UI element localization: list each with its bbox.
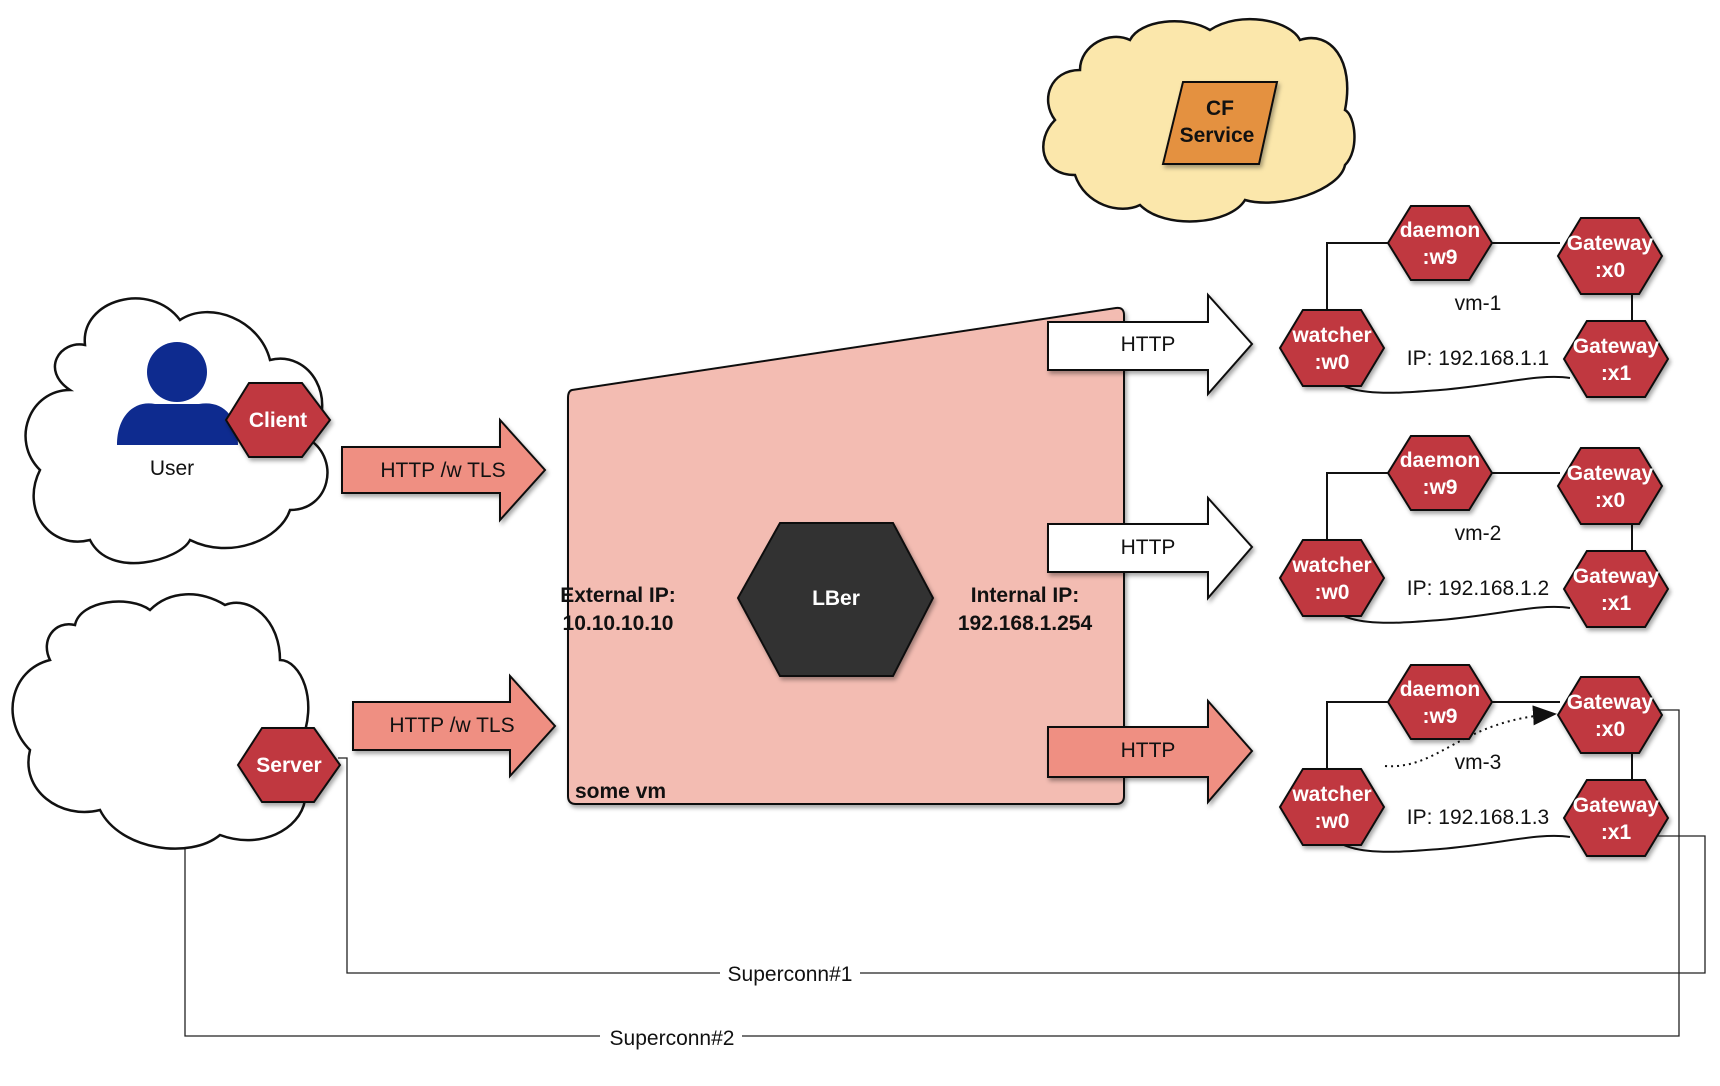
superconn-1-label: Superconn#1 [728, 963, 853, 986]
watcher-hexagon[interactable] [1278, 768, 1386, 846]
gateway-x0-hexagon-label-line1: Gateway [1567, 462, 1654, 485]
external-ip-value: 10.10.10.10 [563, 612, 674, 635]
gateway-x1-hexagon-label-line1: Gateway [1573, 565, 1660, 588]
server-label: Server [256, 754, 321, 777]
vm-label: some vm [575, 780, 666, 803]
gateway-x1-hexagon-label-line1: Gateway [1573, 335, 1660, 358]
http-arrow-2-label: HTTP [1121, 536, 1176, 559]
watcher-gateway-connector [1326, 597, 1571, 624]
watcher-daemon-connector [1326, 242, 1390, 329]
internal-ip-title: Internal IP: [971, 584, 1080, 607]
tls-arrow-bottom [352, 673, 557, 779]
watcher-hexagon-label-line1: watcher [1291, 783, 1371, 806]
client-hexagon[interactable] [224, 382, 332, 458]
lber-label: LBer [812, 587, 860, 610]
superconn-2-label: Superconn#2 [610, 1027, 735, 1050]
http-arrow-3-label: HTTP [1121, 739, 1176, 762]
daemon-hexagon[interactable] [1386, 664, 1494, 740]
watcher-hexagon-label-line2: :w0 [1314, 351, 1349, 374]
daemon-hexagon-label-line1: daemon [1400, 449, 1481, 472]
watcher-hexagon-label-line2: :w0 [1314, 581, 1349, 604]
worker-vms: daemon:w9watcher:w0Gateway:x0Gateway:x1v… [1278, 205, 1670, 857]
client-label: Client [249, 409, 307, 432]
watcher-to-gateway-dotted-arrow [1384, 705, 1557, 768]
gateway-x1-hexagon-label-line2: :x1 [1601, 592, 1632, 615]
daemon-hexagon[interactable] [1386, 435, 1494, 511]
http-arrow-1 [1047, 292, 1254, 397]
gateway-x0-hexagon-label-line1: Gateway [1567, 232, 1654, 255]
vm-name-label: vm-1 [1455, 292, 1502, 315]
watcher-hexagon[interactable] [1278, 309, 1386, 387]
person-icon [117, 342, 238, 445]
daemon-hexagon[interactable] [1386, 205, 1494, 281]
watcher-hexagon-label-line1: watcher [1291, 324, 1371, 347]
watcher-hexagon[interactable] [1278, 539, 1386, 617]
http-arrow-3 [1047, 698, 1254, 805]
server-cloud: Server [11, 593, 342, 850]
watcher-hexagon-label-line2: :w0 [1314, 810, 1349, 833]
cf-service-label-line2: Service [1180, 124, 1255, 147]
vm-name-label: vm-3 [1455, 751, 1502, 774]
tls-arrow-top-label: HTTP /w TLS [380, 459, 505, 482]
gateway-x0-hexagon[interactable] [1556, 676, 1664, 754]
cf-service-label-line1: CF [1206, 97, 1234, 120]
gateway-x0-hexagon[interactable] [1556, 217, 1664, 295]
daemon-hexagon-label-line2: :w9 [1422, 246, 1457, 269]
daemon-hexagon-label-line1: daemon [1400, 678, 1481, 701]
gateway-x1-hexagon-label-line1: Gateway [1573, 794, 1660, 817]
user-label: User [150, 457, 194, 480]
daemon-hexagon-label-line2: :w9 [1422, 476, 1457, 499]
lber-hexagon[interactable] [736, 522, 935, 677]
watcher-gateway-connector [1326, 367, 1571, 394]
tls-arrow-top [341, 417, 547, 523]
vm-group-2: daemon:w9watcher:w0Gateway:x0Gateway:x1v… [1278, 435, 1670, 628]
http-arrow-1-label: HTTP [1121, 333, 1176, 356]
gateway-x0-hexagon-label-line1: Gateway [1567, 691, 1654, 714]
cf-service-cloud: CF Service [1042, 17, 1356, 223]
daemon-hexagon-label-line2: :w9 [1422, 705, 1457, 728]
gateway-x0-hexagon-label-line2: :x0 [1595, 718, 1625, 741]
gateway-x0-hexagon-label-line2: :x0 [1595, 259, 1625, 282]
gateway-x1-hexagon[interactable] [1562, 779, 1670, 857]
http-arrow-2 [1047, 495, 1254, 601]
daemon-hexagon-label-line1: daemon [1400, 219, 1481, 242]
vm-ip-label: IP: 192.168.1.1 [1407, 347, 1549, 370]
vm-ip-label: IP: 192.168.1.2 [1407, 577, 1549, 600]
watcher-gateway-connector [1326, 826, 1571, 853]
vm-ip-label: IP: 192.168.1.3 [1407, 806, 1549, 829]
gateway-x0-hexagon[interactable] [1556, 447, 1664, 525]
gateway-x1-hexagon-label-line2: :x1 [1601, 821, 1632, 844]
vm-name-label: vm-2 [1455, 522, 1502, 545]
vm-group-3: daemon:w9watcher:w0Gateway:x0Gateway:x1v… [1278, 664, 1670, 857]
tls-arrow-bottom-label: HTTP /w TLS [389, 714, 514, 737]
watcher-daemon-connector [1326, 472, 1390, 559]
user-cloud: User Client [24, 297, 332, 565]
gateway-x1-hexagon[interactable] [1562, 320, 1670, 398]
watcher-hexagon-label-line1: watcher [1291, 554, 1371, 577]
external-ip-title: External IP: [560, 584, 676, 607]
gateway-x1-hexagon-label-line2: :x1 [1601, 362, 1632, 385]
gateway-x0-hexagon-label-line2: :x0 [1595, 489, 1625, 512]
gateway-x1-hexagon[interactable] [1562, 550, 1670, 628]
cf-service-node[interactable] [1161, 81, 1279, 165]
superconn-1-connector: Superconn#1 [338, 757, 1706, 986]
vm-group-1: daemon:w9watcher:w0Gateway:x0Gateway:x1v… [1278, 205, 1670, 398]
watcher-daemon-connector [1326, 701, 1390, 788]
server-hexagon[interactable] [236, 727, 342, 803]
internal-ip-value: 192.168.1.254 [958, 612, 1093, 635]
